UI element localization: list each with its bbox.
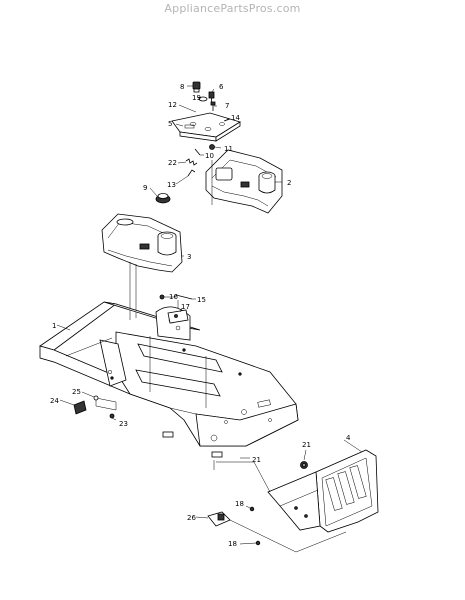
nut-part-21 — [300, 461, 308, 469]
bolt-part-7 — [210, 101, 216, 111]
callout-3: 3 — [187, 253, 191, 261]
gas-cap-part-9 — [155, 193, 171, 204]
callout-9: 9 — [143, 184, 147, 192]
washer-part-25 — [93, 395, 99, 401]
callout-18-lower: 18 — [228, 540, 237, 548]
spring-part-22 — [185, 158, 198, 166]
bracket-part-17 — [167, 309, 189, 324]
callout-6: 6 — [219, 83, 224, 91]
callout-14: 14 — [231, 114, 240, 122]
watermark: AppliancePartsPros.com — [164, 2, 301, 15]
bolt-part-15 — [175, 294, 193, 300]
bumper-guide-lines — [213, 460, 347, 553]
callout-7: 7 — [225, 102, 229, 110]
callout-21-nut: 21 — [302, 441, 311, 449]
console-part-2 — [205, 149, 283, 214]
callout-24: 24 — [50, 397, 59, 405]
pin-part-10 — [194, 148, 201, 156]
callout-2: 2 — [287, 179, 291, 187]
callout-19: 19 — [192, 94, 201, 102]
bolt-part-23 — [109, 413, 115, 419]
callout-5: 5 — [168, 120, 172, 128]
callout-12: 12 — [168, 101, 177, 109]
bolt-part-14 — [223, 118, 231, 122]
seat-bracket-part-5 — [171, 112, 241, 142]
screw-part-18-lower — [255, 540, 261, 546]
nut-part-11 — [209, 144, 215, 150]
callout-25: 25 — [72, 388, 81, 396]
callout-labels: 8 6 19 7 12 14 5 11 10 22 13 2 9 3 16 15… — [50, 83, 351, 548]
callout-16: 16 — [169, 293, 178, 301]
callout-15: 15 — [197, 296, 206, 304]
callout-1: 1 — [52, 322, 56, 330]
callout-11: 11 — [224, 145, 233, 153]
screw-part-18-upper — [249, 506, 255, 512]
main-frame-part-1 — [39, 301, 299, 458]
callout-13: 13 — [167, 181, 176, 189]
callout-18-upper: 18 — [235, 500, 244, 508]
bracket-part-26 — [207, 511, 231, 527]
knob-part-24 — [73, 400, 87, 415]
callout-21-frame: 21 — [252, 456, 261, 464]
callout-10: 10 — [205, 152, 214, 160]
callout-26: 26 — [187, 514, 196, 522]
callout-22: 22 — [168, 159, 177, 167]
knob-part-8 — [192, 81, 201, 93]
clip-part-13 — [187, 169, 196, 177]
callout-23: 23 — [119, 420, 128, 428]
callout-17: 17 — [181, 303, 190, 311]
callout-8: 8 — [180, 83, 184, 91]
fuel-tank-part-3 — [101, 213, 183, 273]
callout-leaders — [56, 85, 363, 545]
bolt-part-16 — [159, 294, 165, 300]
callout-4: 4 — [346, 434, 351, 442]
front-bumper-part-4 — [267, 449, 379, 533]
